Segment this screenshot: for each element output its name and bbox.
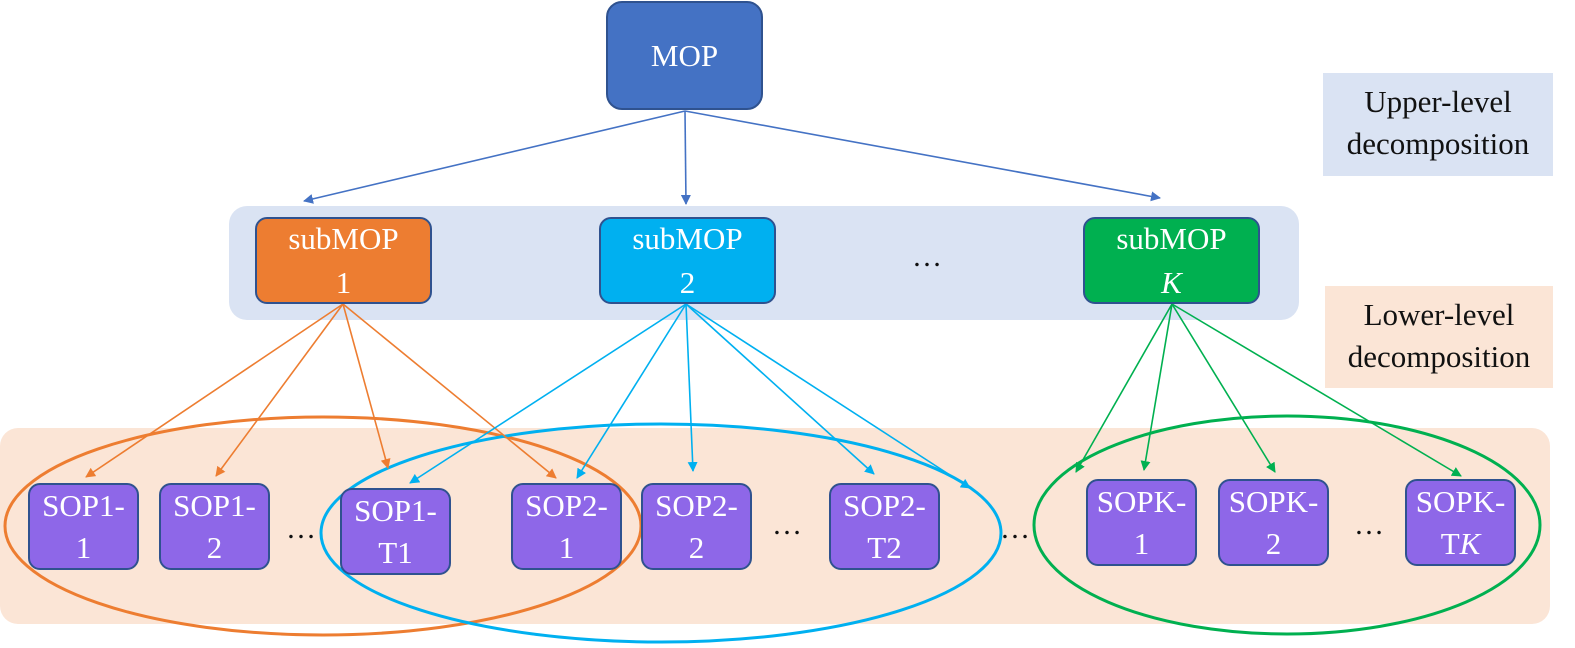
arrow-sub2-sop1-t1: [409, 303, 687, 484]
submop-1-line1: subMOP: [288, 220, 399, 256]
sopk-2-line1: SOPK-: [1228, 483, 1319, 519]
sopk-tk-node: SOPK- TK: [1405, 479, 1516, 566]
submop-k-line2: K: [1161, 264, 1182, 300]
upper-legend-line-2: decomposition: [1346, 126, 1530, 161]
sop-ellipsis-group1: …: [286, 512, 316, 545]
arrow-sub1-sop1-2: [215, 303, 344, 477]
sopk-2-line2: 2: [1265, 525, 1282, 561]
arrow-root-subk: [684, 110, 1161, 202]
sopk-tk-line1: SOPK-: [1415, 483, 1506, 519]
mop-label: MOP: [650, 37, 719, 73]
submop-2-node: subMOP 2: [599, 217, 776, 304]
submop-2-line2: 2: [679, 264, 696, 300]
upper-legend-line-1: Upper-level: [1364, 84, 1512, 119]
arrow-subk-sopk-1: [1140, 303, 1173, 471]
arrow-subk-group: [1075, 303, 1173, 473]
sop-ellipsis-between-groups: …: [1000, 512, 1030, 545]
sop1-t1-node: SOP1- T1: [340, 488, 451, 575]
group-ellipse-k: [1032, 414, 1542, 636]
submop-1-line2: 1: [335, 264, 352, 300]
sop-ellipsis-group2: …: [772, 508, 802, 541]
lower-level-legend: Lower-level decomposition: [1325, 286, 1553, 388]
arrow-sub1-sop1-1: [85, 303, 344, 478]
arrow-sub2-sop2-2: [685, 303, 698, 472]
sop1-2-line1: SOP1-: [173, 487, 256, 523]
lower-legend-line-1: Lower-level: [1363, 297, 1515, 332]
sopk-tk-line2: TK: [1440, 525, 1481, 561]
arrow-sub2-more: [685, 303, 971, 489]
submop-ellipsis: …: [912, 240, 942, 273]
arrow-sub2-sop2-t2: [685, 303, 875, 475]
sopk-1-line1: SOPK-: [1096, 483, 1187, 519]
sopk-1-line2: 1: [1133, 525, 1150, 561]
arrow-root-sub2: [680, 110, 691, 205]
arrow-sub1-sop1-t1: [342, 303, 391, 469]
group-ellipse-2: [319, 422, 1003, 644]
lower-legend-line-2: decomposition: [1347, 339, 1531, 374]
sop1-t1-line1: SOP1-: [354, 492, 437, 528]
sop-ellipsis-groupk: …: [1354, 508, 1384, 541]
sopk-2-node: SOPK- 2: [1218, 479, 1329, 566]
arrow-root-sub1: [303, 110, 686, 204]
sop2-1-line2: 1: [558, 529, 575, 565]
sop1-t1-line2: T1: [378, 534, 413, 570]
arrow-subk-sopk-tk: [1171, 303, 1462, 477]
sop2-2-line2: 2: [688, 529, 705, 565]
arrow-subk-sopk-2: [1171, 303, 1276, 473]
submop-k-node: subMOP K: [1083, 217, 1260, 304]
arrow-sub2-sop2-1: [576, 303, 687, 479]
sop2-t2-node: SOP2- T2: [829, 483, 940, 570]
mop-node: MOP: [606, 1, 763, 110]
upper-level-legend: Upper-level decomposition: [1323, 73, 1553, 176]
submop-1-node: subMOP 1: [255, 217, 432, 304]
sop1-1-node: SOP1- 1: [28, 483, 139, 570]
sop2-t2-line1: SOP2-: [843, 487, 926, 523]
submop-k-line1: subMOP: [1116, 220, 1227, 256]
sop2-2-node: SOP2- 2: [641, 483, 752, 570]
sop2-1-node: SOP2- 1: [511, 483, 622, 570]
sop1-2-line2: 2: [206, 529, 223, 565]
submop-2-line1: subMOP: [632, 220, 743, 256]
sop1-1-line2: 1: [75, 529, 92, 565]
sop2-t2-line2: T2: [867, 529, 902, 565]
sopk-1-node: SOPK- 1: [1086, 479, 1197, 566]
sop1-1-line1: SOP1-: [42, 487, 125, 523]
sop2-2-line1: SOP2-: [655, 487, 738, 523]
sop1-2-node: SOP1- 2: [159, 483, 270, 570]
arrow-sub1-sop2-1: [342, 303, 557, 479]
sop2-1-line1: SOP2-: [525, 487, 608, 523]
